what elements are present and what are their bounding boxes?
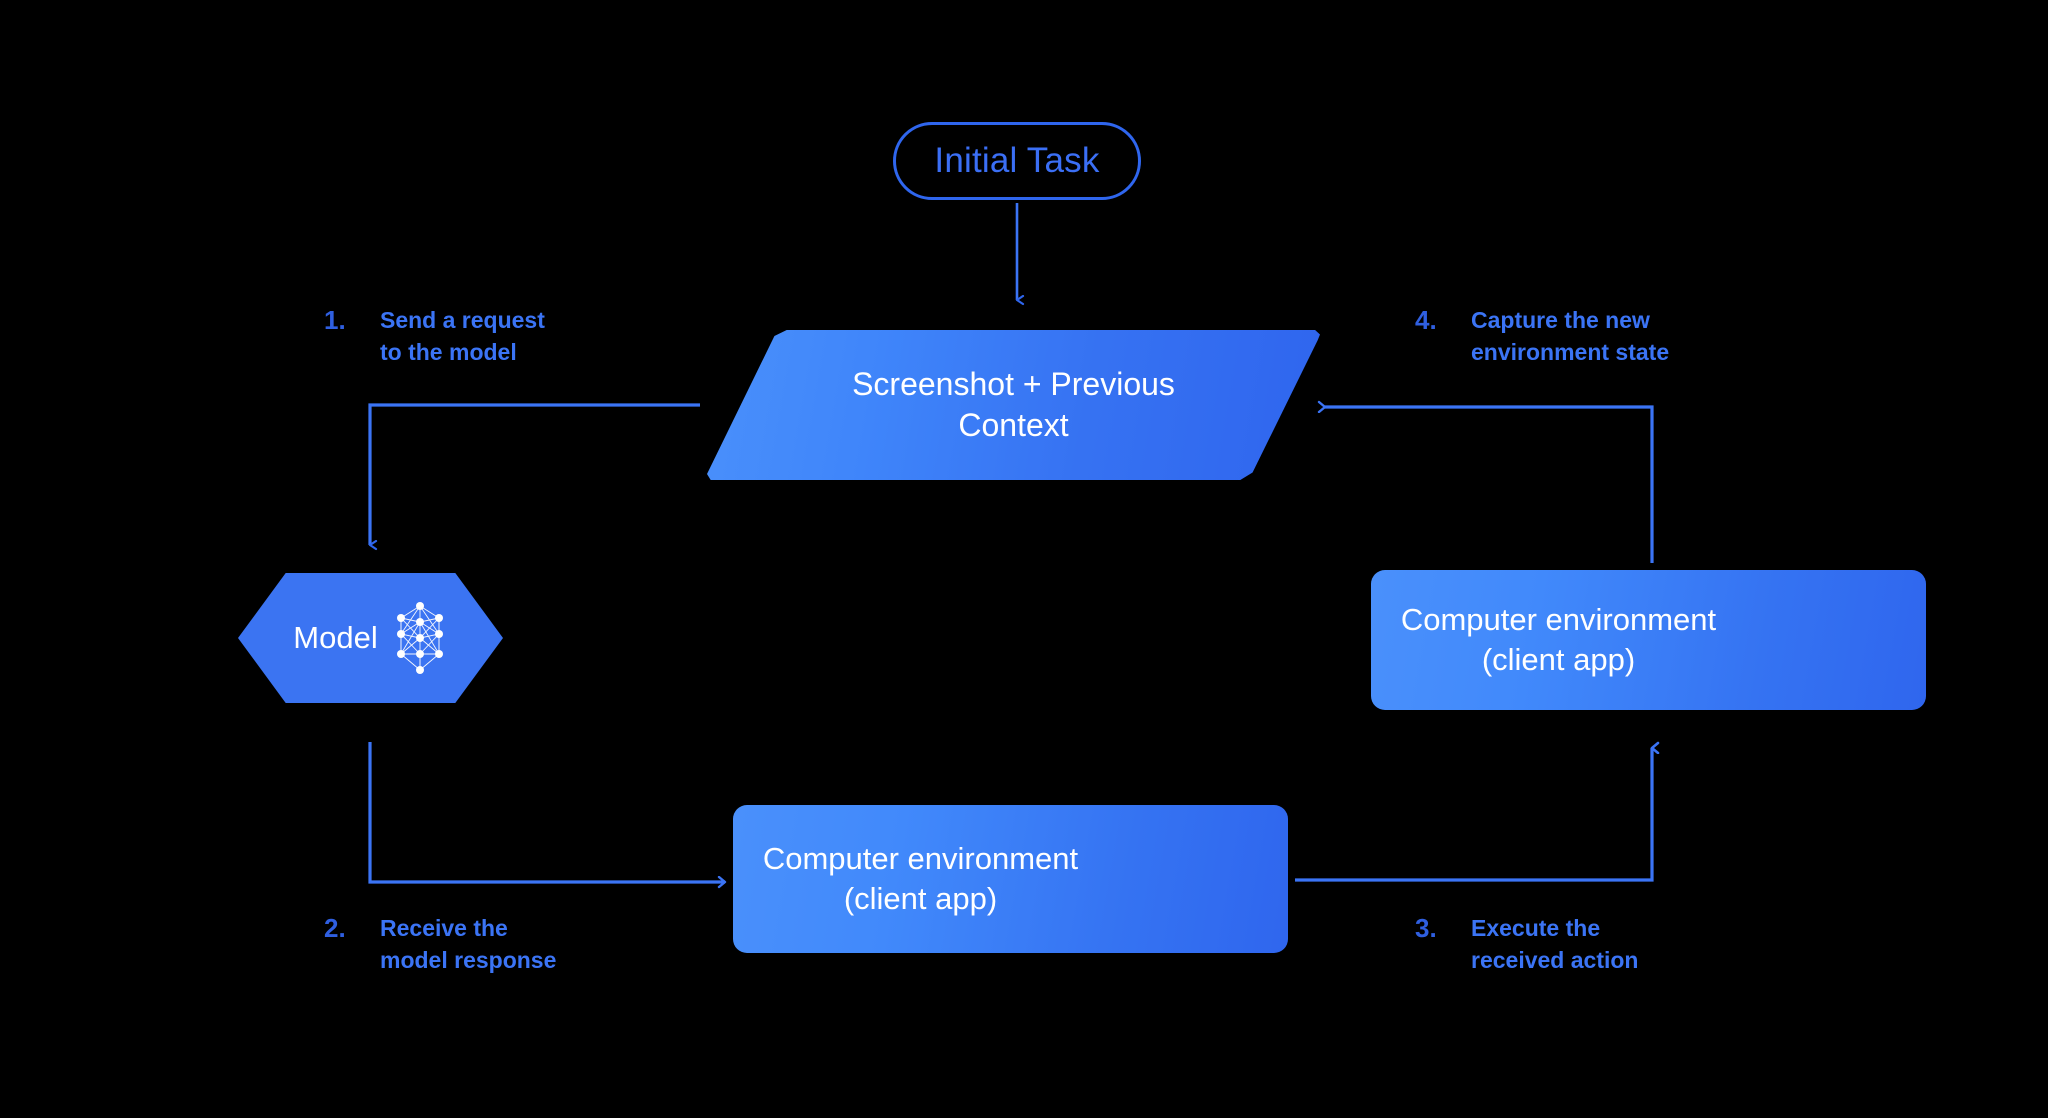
computer-environment-right-node[interactable]: Computer environment (client app) 2048.o… — [1371, 570, 1926, 710]
step-3-number: 3. — [1415, 913, 1437, 943]
context-line-1: Screenshot + Previous — [852, 366, 1175, 403]
screenshot-context-label: Screenshot + Previous Context — [707, 330, 1320, 480]
arrow-context-to-model — [368, 403, 700, 545]
arrow-right-env-to-context — [1325, 407, 1654, 563]
env-bottom-line-2: (client app) — [843, 881, 998, 916]
step-2-text: Receive the model response — [380, 915, 557, 973]
screenshot-context-node[interactable]: Screenshot + Previous Context — [707, 330, 1320, 480]
env-right-line-2: (client app) — [1481, 642, 1636, 677]
env-right-line-1: Computer environment — [1400, 601, 1717, 637]
step-4-number: 4. — [1415, 305, 1437, 335]
card-background-bottom — [733, 805, 1288, 953]
step-3-text: Execute the received action — [1471, 915, 1639, 973]
env-right-label: Computer environment (client app) — [1381, 570, 1736, 710]
context-line-2: Context — [958, 407, 1069, 443]
model-node-content: Model — [238, 573, 503, 703]
env-bottom-label: Computer environment (client app) — [743, 805, 1098, 953]
initial-task-label: Initial Task — [934, 141, 1100, 180]
initial-task-node[interactable]: Initial Task — [893, 122, 1141, 200]
step-1-number: 1. — [324, 305, 346, 335]
arrow-bottom-env-to-right-env — [1295, 748, 1652, 882]
step-4-annotation: 4. Capture the new environment state — [1415, 305, 1669, 368]
hexagon-shape — [238, 573, 503, 703]
card-background-right — [1371, 570, 1926, 710]
step-2-number: 2. — [324, 913, 346, 943]
step-2-annotation: 2. Receive the model response — [324, 913, 556, 976]
step-1-text: Send a request to the model — [380, 307, 545, 365]
model-node[interactable]: Model — [238, 573, 503, 703]
neural-network-icon — [396, 602, 443, 674]
step-1-annotation: 1. Send a request to the model — [324, 305, 545, 368]
step-4-text: Capture the new environment state — [1471, 307, 1670, 365]
parallelogram-shape — [707, 330, 1320, 480]
env-bottom-line-1: Computer environment — [762, 840, 1079, 876]
step-3-annotation: 3. Execute the received action — [1415, 913, 1638, 976]
arrow-model-to-bottom-env — [368, 742, 725, 882]
computer-environment-bottom-node[interactable]: Computer environment (client app) Google — [733, 805, 1288, 953]
model-label: Model — [293, 620, 378, 655]
